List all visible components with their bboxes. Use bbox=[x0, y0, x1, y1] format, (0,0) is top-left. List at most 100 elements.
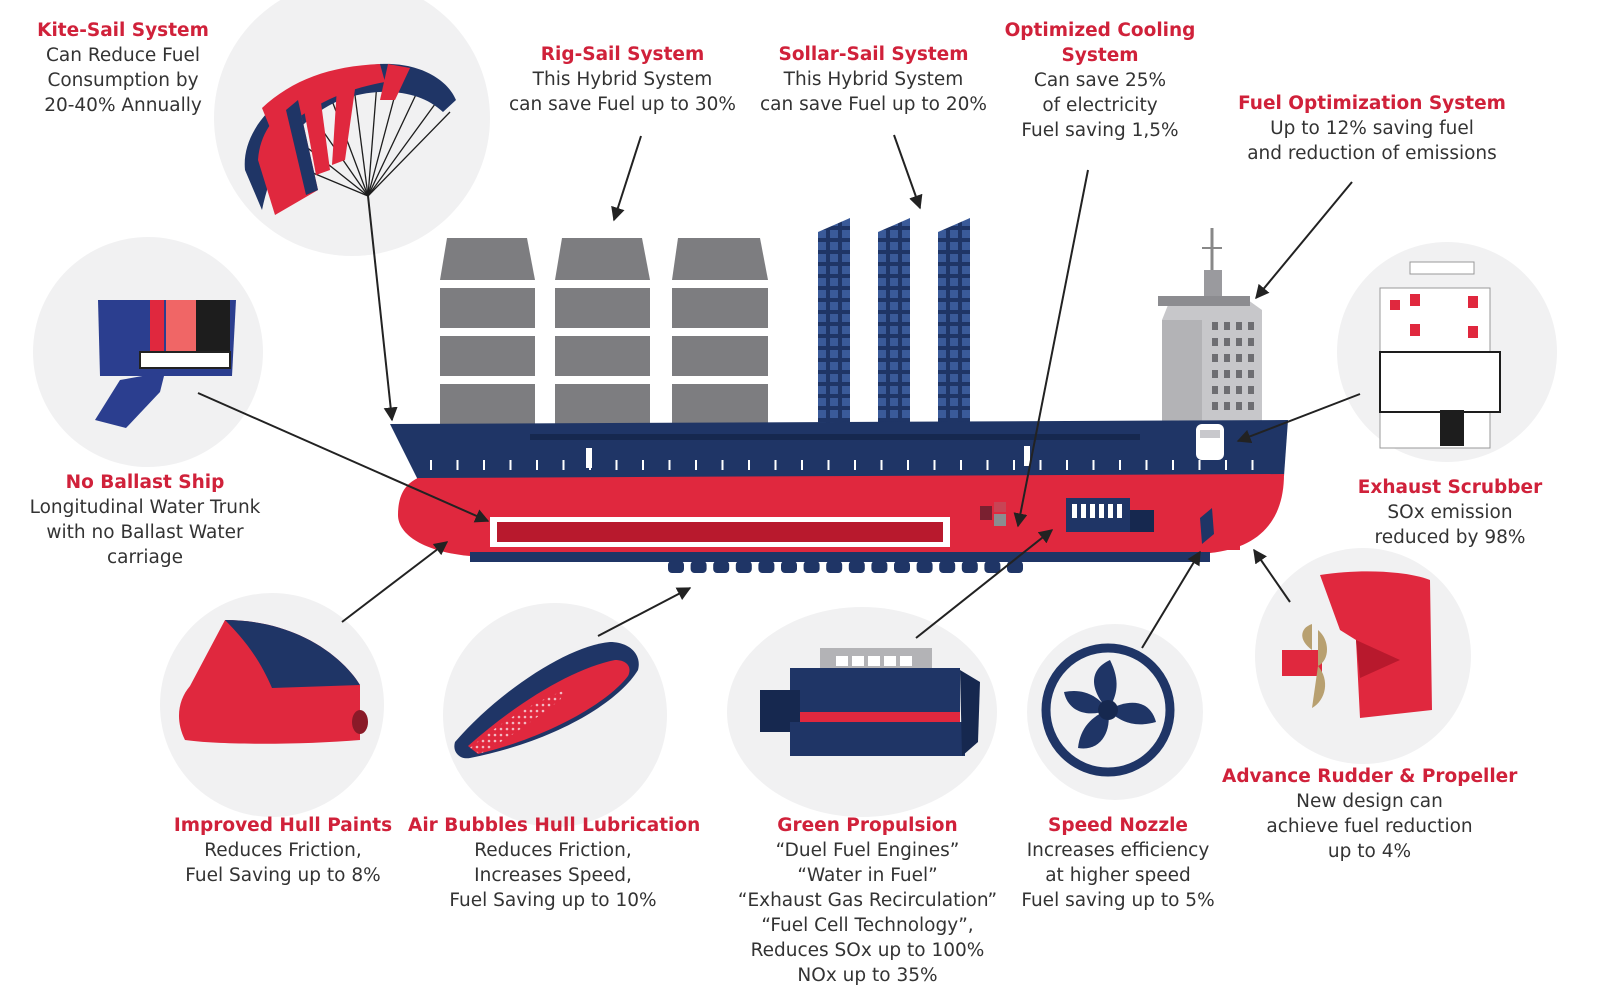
arrow-sollar-sail bbox=[893, 134, 923, 210]
green-propulsion-title: Green Propulsion bbox=[777, 815, 958, 836]
speed-nozzle-title: Speed Nozzle bbox=[1048, 815, 1188, 836]
deck-rail-post bbox=[1251, 460, 1254, 470]
arrow-propulsion bbox=[915, 529, 1054, 639]
no-ballast-line-3: carriage bbox=[107, 547, 183, 568]
green-propulsion-line-6: NOx up to 35% bbox=[797, 965, 938, 986]
arrow-no-ballast bbox=[197, 392, 490, 523]
green-propulsion-line-5: Reduces SOx up to 100% bbox=[750, 940, 985, 961]
deck-rail-post bbox=[509, 460, 512, 470]
kite-sail-line-3: 20-40% Annually bbox=[44, 95, 202, 116]
pointer-arrows bbox=[197, 134, 1361, 649]
air-bubbles-title: Air Bubbles Hull Lubrication bbox=[408, 815, 701, 836]
arrow-air-bubbles bbox=[597, 587, 692, 637]
air-bubble-pad bbox=[713, 561, 730, 573]
cooling-title-1: Optimized Cooling bbox=[1004, 20, 1196, 41]
bridge-window bbox=[1248, 338, 1254, 346]
air-bubble-pad bbox=[848, 561, 865, 573]
bridge-window bbox=[1212, 386, 1218, 394]
sollar-sail-label: Sollar-Sail System This Hybrid System ca… bbox=[756, 42, 991, 117]
no-ballast-illustration bbox=[95, 300, 236, 428]
advance-rudder-label: Advance Rudder & Propeller New design ca… bbox=[1222, 764, 1517, 864]
arrow-speed-nozzle bbox=[1141, 550, 1201, 649]
no-ballast-title: No Ballast Ship bbox=[65, 472, 225, 493]
no-ballast-line-1: Longitudinal Water Trunk bbox=[29, 497, 261, 518]
bridge-window bbox=[1212, 354, 1218, 362]
deck-rail-post bbox=[854, 460, 856, 470]
hull-paints-line-2: Fuel Saving up to 8% bbox=[185, 865, 381, 886]
exhaust-scrubber-title: Exhaust Scrubber bbox=[1357, 477, 1543, 498]
exhaust-scrubber-line-2: reduced by 98% bbox=[1374, 527, 1526, 548]
hull-paints-line-1: Reduces Friction, bbox=[204, 840, 362, 861]
deck-rail-post bbox=[642, 460, 644, 470]
deck-rail-post bbox=[748, 460, 750, 470]
sollar-sail-title: Sollar-Sail System bbox=[778, 44, 969, 65]
arrow-scrubber bbox=[1236, 393, 1361, 444]
deck-rail-post bbox=[1198, 460, 1201, 470]
arrow-rig-sail bbox=[611, 135, 642, 222]
green-propulsion-line-3: “Exhaust Gas Recirculation” bbox=[737, 890, 998, 911]
bridge-window bbox=[1236, 402, 1242, 410]
no-ballast-line-2: with no Ballast Water bbox=[46, 522, 244, 543]
fuel-optimization-label: Fuel Optimization System Up to 12% savin… bbox=[1232, 91, 1512, 166]
bridge-window bbox=[1212, 370, 1218, 378]
cooling-line-2: of electricity bbox=[1042, 95, 1158, 116]
no-ballast-label: No Ballast Ship Longitudinal Water Trunk… bbox=[20, 470, 270, 570]
deck-rail-post bbox=[483, 460, 485, 470]
deck-rail-post bbox=[827, 460, 830, 470]
deck-rail-post bbox=[668, 460, 671, 470]
kite-circle bbox=[214, 0, 490, 256]
air-bubble-pad bbox=[939, 561, 956, 573]
rig-sail-line-2: can save Fuel up to 30% bbox=[509, 94, 736, 115]
air-bubbles-line-2: Increases Speed, bbox=[474, 865, 632, 886]
deck-rail-post bbox=[456, 460, 459, 470]
engine-cylinder bbox=[1081, 504, 1086, 518]
arrow-fuel-optimization bbox=[1255, 181, 1353, 300]
engine-cylinder bbox=[1072, 504, 1077, 518]
sollar-sail-line-1: This Hybrid System bbox=[783, 69, 964, 90]
deck-rail-post bbox=[986, 460, 989, 470]
speed-nozzle-illustration bbox=[1041, 643, 1175, 777]
deck-rail-post bbox=[960, 460, 962, 470]
bridge-window bbox=[1236, 370, 1242, 378]
air-bubble-pad bbox=[735, 561, 752, 573]
kite-sail-line-1: Can Reduce Fuel bbox=[45, 45, 201, 66]
rig-sail-line-1: This Hybrid System bbox=[532, 69, 713, 90]
advance-rudder-line-3: up to 4% bbox=[1327, 841, 1412, 862]
engine-cylinder bbox=[1117, 504, 1122, 518]
speed-nozzle-line-3: Fuel saving up to 5% bbox=[1021, 890, 1215, 911]
bridge-window bbox=[1224, 322, 1230, 330]
sollar-sail-line-2: can save Fuel up to 20% bbox=[760, 94, 987, 115]
fuel-optimization-title: Fuel Optimization System bbox=[1238, 93, 1506, 114]
green-propulsion-line-1: “Duel Fuel Engines” bbox=[775, 840, 960, 861]
bridge-window bbox=[1236, 338, 1242, 346]
bridge-window bbox=[1212, 322, 1218, 330]
air-bubble-pad bbox=[826, 561, 843, 573]
deck-rail-post bbox=[801, 460, 803, 470]
air-bubble-pad bbox=[803, 561, 820, 573]
deck-rail-post bbox=[1145, 460, 1148, 470]
kite-sail-illustration bbox=[244, 63, 456, 422]
air-bubbles-label: Air Bubbles Hull Lubrication Reduces Fri… bbox=[408, 813, 701, 913]
arrow-hull-paint bbox=[341, 541, 449, 623]
speed-nozzle-label: Speed Nozzle Increases efficiency at hig… bbox=[1012, 813, 1224, 913]
bridge-window bbox=[1212, 402, 1218, 410]
bridge-window bbox=[1224, 402, 1230, 410]
exhaust-scrubber-line-1: SOx emission bbox=[1387, 502, 1513, 523]
speed-nozzle-line-1: Increases efficiency bbox=[1026, 840, 1210, 861]
arrow-rudder bbox=[1253, 548, 1291, 603]
deck-rail-post bbox=[430, 460, 432, 470]
deck-rail-post bbox=[721, 460, 724, 470]
deck-rail-post bbox=[695, 460, 697, 470]
engine-cylinder bbox=[1108, 504, 1113, 518]
deck-rail-post bbox=[1092, 460, 1095, 470]
scrubber-illustration bbox=[1379, 261, 1501, 449]
ship-hull bbox=[390, 420, 1288, 562]
engine-cylinders bbox=[836, 656, 912, 666]
air-bubble-pad bbox=[871, 561, 888, 573]
deck-rail-post bbox=[615, 460, 618, 470]
rig-sail-illustration bbox=[440, 238, 768, 426]
bridge-window bbox=[1212, 338, 1218, 346]
air-bubble-pads bbox=[668, 561, 1023, 573]
air-bubble-pad bbox=[690, 561, 707, 573]
